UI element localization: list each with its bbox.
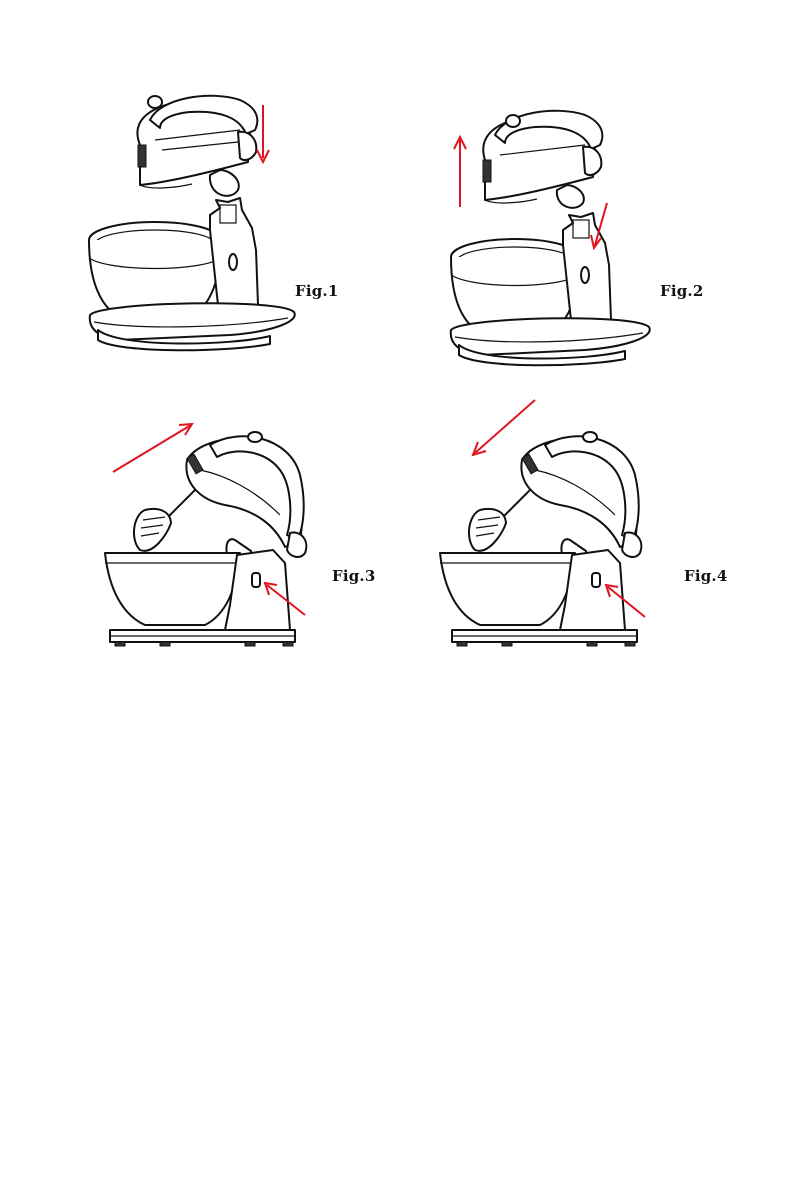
fig3-mixer-head <box>134 432 306 568</box>
fig2-arrow-up <box>454 137 466 207</box>
fig4-arrow-tilt-down <box>473 400 535 455</box>
figure-4 <box>440 395 670 660</box>
fig1-drawing <box>80 90 370 380</box>
figure-1 <box>80 90 370 380</box>
fig2-mixer-head <box>483 111 602 208</box>
fig4-bowl <box>440 553 575 625</box>
fig3-arrow-tilt-up <box>113 424 192 472</box>
fig3-label: Fig.3 <box>332 567 376 585</box>
figure-2 <box>445 105 735 385</box>
fig4-drawing <box>440 395 670 660</box>
fig2-drawing <box>445 105 735 385</box>
fig3-bowl <box>105 553 240 625</box>
fig4-mixer-head <box>469 432 641 568</box>
fig3-drawing <box>105 415 335 660</box>
fig2-label: Fig.2 <box>660 282 704 300</box>
fig4-label: Fig.4 <box>684 567 728 585</box>
fig1-arrow-down <box>257 105 269 162</box>
fig1-mixer-head <box>137 96 257 196</box>
figure-3 <box>105 415 335 660</box>
fig1-label: Fig.1 <box>295 282 339 300</box>
